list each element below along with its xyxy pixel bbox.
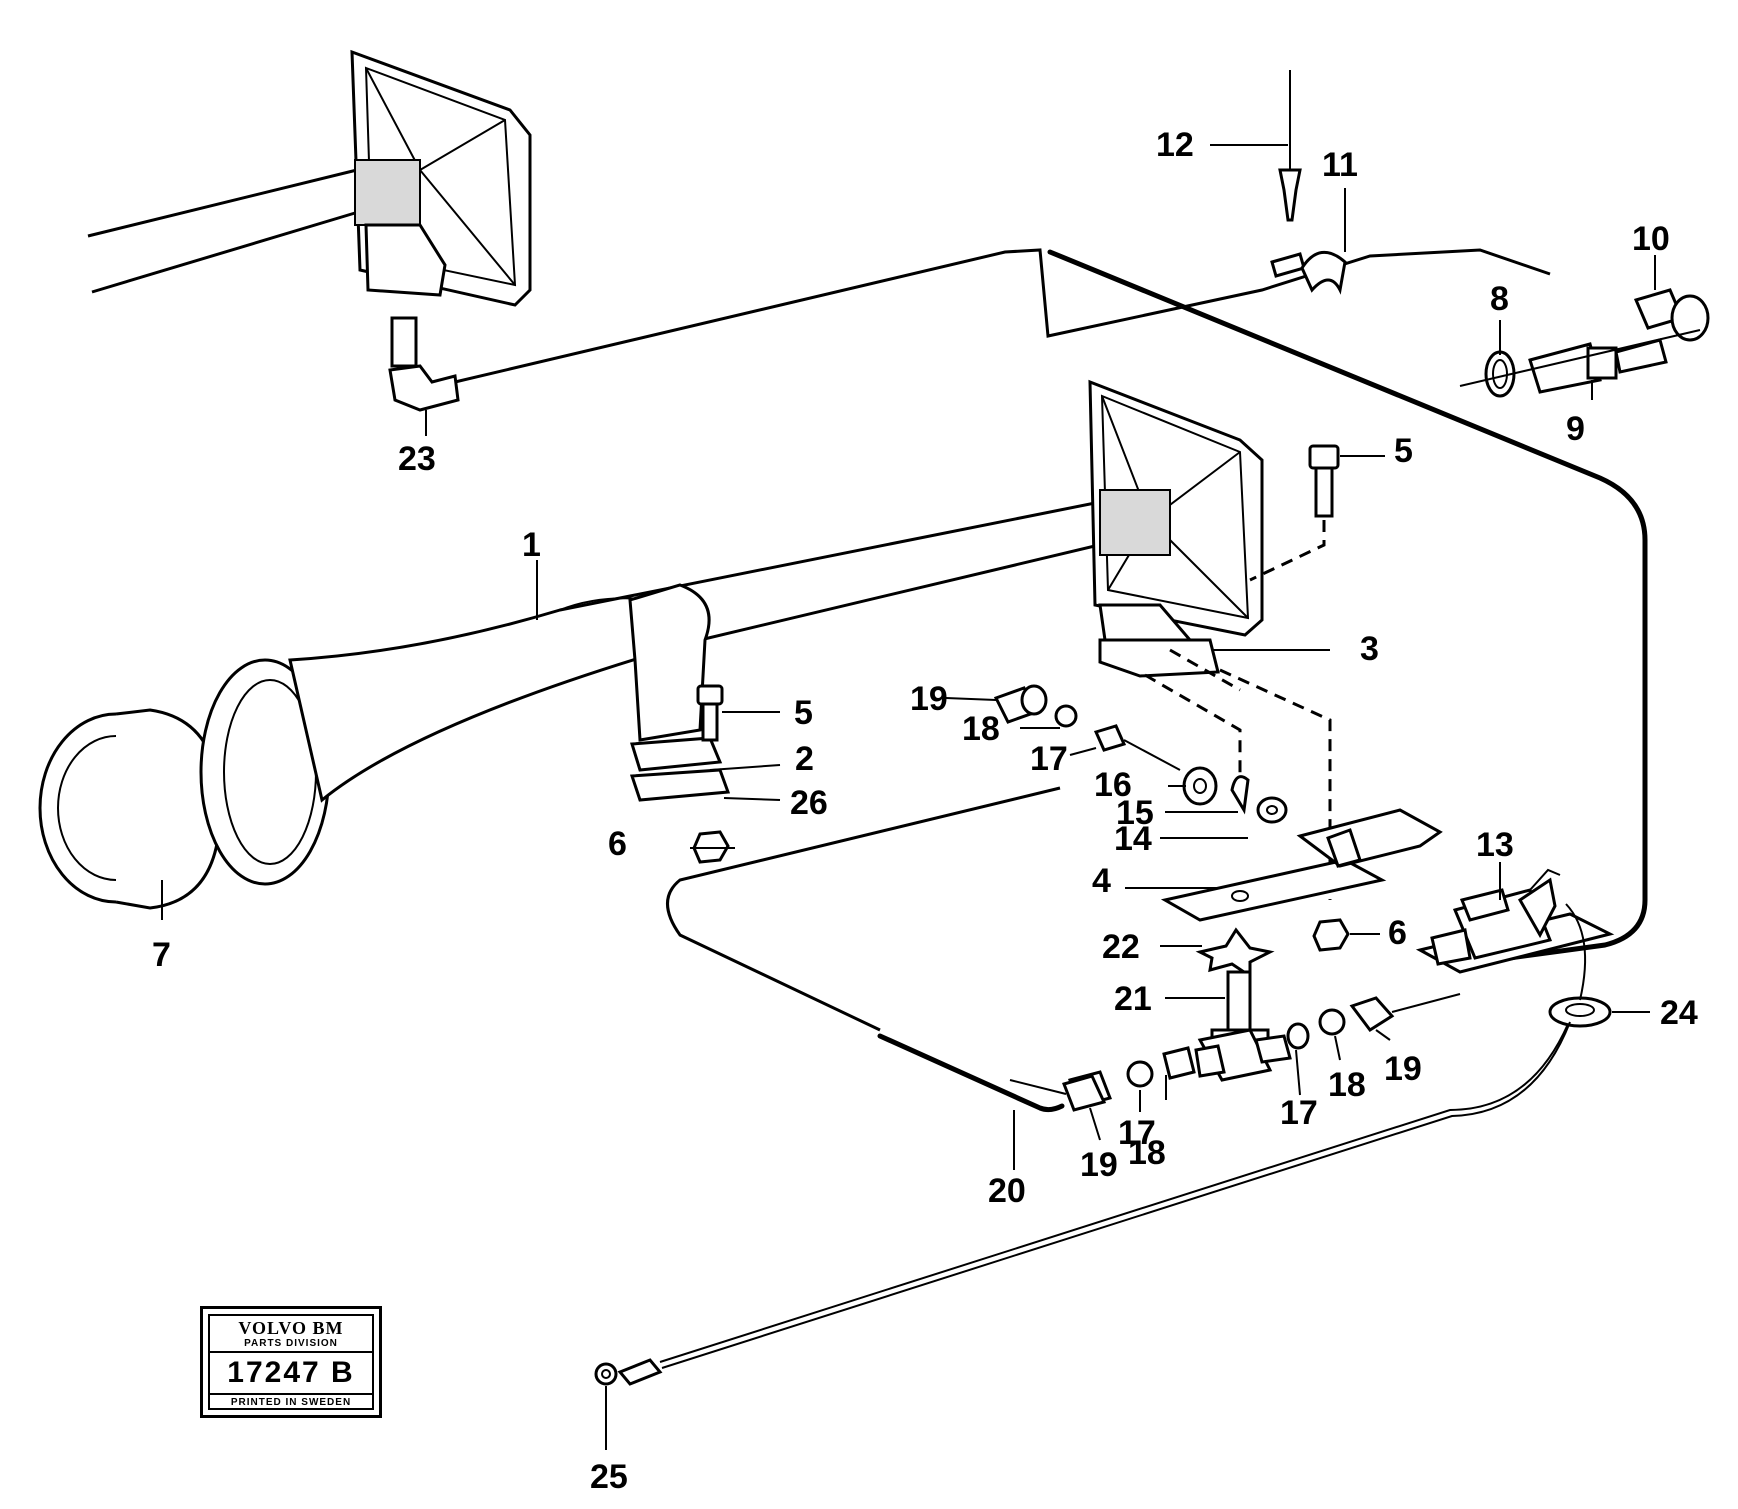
- callout-18-top: 18: [962, 710, 1000, 748]
- callout-6-right: 6: [1388, 914, 1407, 952]
- callout-11: 11: [1322, 146, 1358, 184]
- callout-23: 23: [398, 440, 436, 478]
- callout-1: 1: [522, 526, 541, 564]
- callout-labels: 1 2 3 4 5 5 6 6 7 8 9 10 11 12 13 14 15 …: [152, 126, 1698, 1496]
- callout-18-left: 18: [1128, 1134, 1166, 1172]
- leader-lines: [161, 144, 1656, 1450]
- callout-20: 20: [988, 1172, 1026, 1210]
- callout-17-top: 17: [1030, 740, 1068, 778]
- callout-8: 8: [1490, 280, 1509, 318]
- callout-14: 14: [1114, 820, 1152, 858]
- stamp-brand: VOLVO BM: [238, 1318, 344, 1338]
- washers: [1182, 766, 1288, 824]
- rear-horn: [87, 49, 532, 412]
- mounting-bolts: [696, 444, 1340, 742]
- callout-17-left: 17: [1118, 1114, 1156, 1152]
- callout-3: 3: [1360, 630, 1379, 668]
- callout-15: 15: [1116, 794, 1154, 832]
- right-fittings: [1286, 993, 1461, 1050]
- stamp-inner-frame: VOLVO BM PARTS DIVISION 17247 B PRINTED …: [208, 1314, 374, 1410]
- callout-26: 26: [790, 784, 828, 822]
- air-line-return: [1047, 249, 1648, 965]
- callout-10: 10: [1632, 220, 1670, 258]
- stamp-division: PARTS DIVISION: [210, 1338, 372, 1353]
- left-fittings: [1062, 1046, 1196, 1112]
- callout-5-top: 5: [1394, 432, 1413, 470]
- parts-division-stamp: VOLVO BM PARTS DIVISION 17247 B PRINTED …: [200, 1306, 382, 1418]
- air-line-upper: [454, 248, 1551, 384]
- tee-fitting: [1194, 927, 1292, 1082]
- valve-assembly: [1160, 808, 1615, 974]
- stamp-drawing-number: 17247 B: [227, 1356, 355, 1389]
- upper-fittings: [993, 684, 1181, 771]
- callout-12: 12: [1156, 126, 1194, 164]
- callout-9: 9: [1566, 410, 1585, 448]
- stamp-printed-in: PRINTED IN SWEDEN: [210, 1393, 372, 1408]
- callout-21: 21: [1114, 980, 1152, 1018]
- callout-5-bottom: 5: [794, 694, 813, 732]
- callout-4: 4: [1092, 862, 1111, 900]
- callout-25: 25: [590, 1458, 628, 1496]
- callout-18-right: 18: [1328, 1066, 1366, 1104]
- callout-22: 22: [1102, 928, 1140, 966]
- clip-and-pin: [1270, 70, 1347, 295]
- callout-17-right: 17: [1280, 1094, 1318, 1132]
- air-line-lower-tube: [877, 1033, 1065, 1113]
- callout-24: 24: [1660, 994, 1698, 1032]
- air-line-lower: [666, 786, 1061, 1032]
- callout-2: 2: [795, 740, 814, 778]
- callout-19-top: 19: [910, 680, 948, 718]
- front-horn: [38, 379, 1264, 910]
- callout-19-left: 19: [1080, 1146, 1118, 1184]
- callout-19-right: 19: [1384, 1050, 1422, 1088]
- callout-7: 7: [152, 936, 171, 974]
- grommet-and-cable: [594, 903, 1612, 1386]
- callout-16: 16: [1094, 766, 1132, 804]
- callout-13: 13: [1476, 826, 1514, 864]
- callout-6-left: 6: [608, 825, 627, 863]
